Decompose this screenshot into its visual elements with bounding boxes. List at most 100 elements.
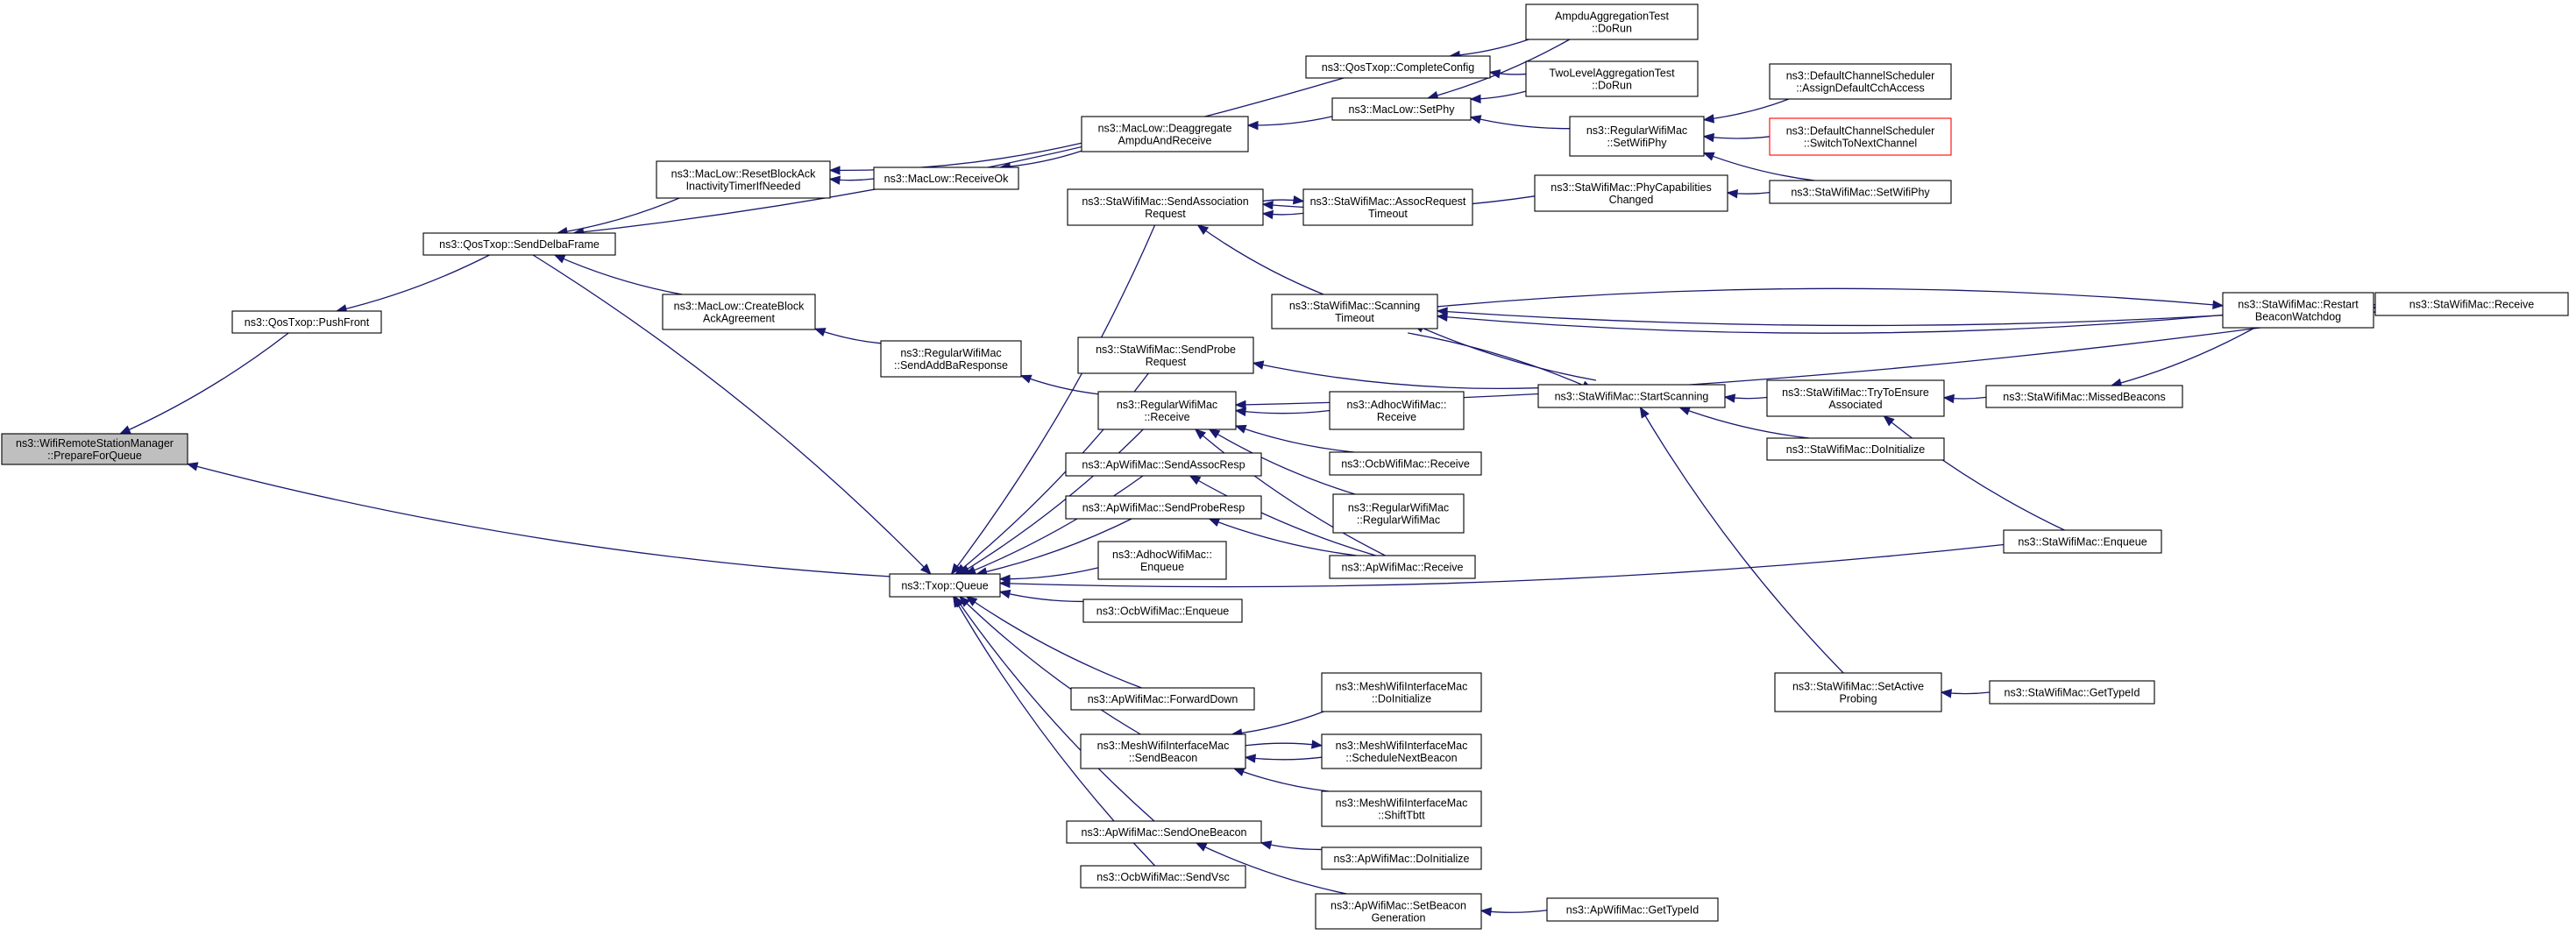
node-sendproberesp[interactable]: ns3::ApWifiMac::SendProbeResp — [1065, 495, 1262, 520]
node-apreceive[interactable]: ns3::ApWifiMac::Receive — [1329, 555, 1476, 579]
node-switchnext[interactable]: ns3::DefaultChannelScheduler::SwitchToNe… — [1769, 117, 1952, 156]
node-label: ns3::StaWifiMac::MissedBeacons — [2003, 391, 2166, 403]
node-box — [1271, 294, 1438, 329]
node-box — [1066, 820, 1262, 844]
node-apdoinit[interactable]: ns3::ApWifiMac::DoInitialize — [1321, 846, 1482, 870]
node-adhocenqueue[interactable]: ns3::AdhocWifiMac::Enqueue — [1097, 541, 1227, 580]
arrowhead — [1261, 209, 1274, 220]
edge-setphy-to-deaggregate — [1247, 116, 1333, 126]
node-startscan[interactable]: ns3::StaWifiMac::StartScanning — [1537, 384, 1726, 408]
node-label: ns3::MacLow::SetPhy — [1349, 103, 1456, 116]
node-ampdutest[interactable]: AmpduAggregationTest::DoRun — [1525, 4, 1699, 40]
arrowhead — [998, 589, 1011, 599]
node-label: ns3::QosTxop::PushFront — [245, 316, 370, 329]
arrowhead — [1234, 424, 1247, 434]
node-box — [1321, 790, 1482, 827]
node-staenqueue[interactable]: ns3::StaWifiMac::Enqueue — [2003, 529, 2162, 554]
node-stareceive[interactable]: ns3::StaWifiMac::Receive — [2374, 292, 2569, 316]
node-receiveok[interactable]: ns3::MacLow::ReceiveOk — [873, 166, 1019, 190]
edge-meshshift-to-meshsendbeacon — [1233, 768, 1330, 792]
node-label: ns3::MacLow::Deaggregate — [1098, 123, 1232, 135]
arrowhead — [1019, 374, 1033, 384]
node-meshdoinit[interactable]: ns3::MeshWifiInterfaceMac::DoInitialize — [1321, 672, 1482, 712]
node-regctor[interactable]: ns3::RegularWifiMac::RegularWifiMac — [1332, 493, 1465, 534]
node-assigndefault[interactable]: ns3::DefaultChannelScheduler::AssignDefa… — [1769, 63, 1952, 100]
node-label: ::DoInitialize — [1372, 693, 1431, 705]
arrowhead — [998, 578, 1011, 589]
node-twoleveltest[interactable]: TwoLevelAggregationTest::DoRun — [1525, 60, 1699, 97]
node-box — [1537, 384, 1726, 408]
node-box — [1, 433, 188, 465]
edge-apreceive-to-regreceive — [1195, 429, 1386, 556]
node-label: ns3::ApWifiMac::Receive — [1342, 562, 1464, 574]
edge-adhocenqueue-to-txopqueue — [999, 567, 1099, 580]
node-label: ns3::AdhocWifiMac:: — [1112, 549, 1212, 561]
node-meshsendbeacon[interactable]: ns3::MeshWifiInterfaceMac::SendBeacon — [1080, 733, 1246, 769]
edge-startscan-to-sendprobereq — [1253, 362, 1539, 390]
node-sendassocresp[interactable]: ns3::ApWifiMac::SendAssocResp — [1065, 452, 1262, 477]
edge-scantimeout-to-sendassocreq — [1197, 224, 1324, 295]
node-label: Request — [1146, 356, 1187, 368]
node-box — [1070, 687, 1255, 711]
node-label: InactivityTimerIfNeeded — [686, 181, 801, 193]
node-adhocreceive[interactable]: ns3::AdhocWifiMac::Receive — [1329, 391, 1465, 430]
node-sendaddba[interactable]: ns3::RegularWifiMac::SendAddBaResponse — [880, 340, 1022, 378]
node-label: ::SwitchToNextChannel — [1804, 138, 1917, 150]
node-label: Request — [1145, 208, 1186, 220]
arrowhead — [1261, 200, 1274, 210]
node-missedbeacons[interactable]: ns3::StaWifiMac::MissedBeacons — [1985, 385, 2183, 408]
node-label: Enqueue — [1140, 561, 1184, 573]
node-meshschedule[interactable]: ns3::MeshWifiInterfaceMac::ScheduleNextB… — [1321, 733, 1482, 769]
arrowhead — [1702, 152, 1715, 161]
arrowhead — [1942, 393, 1955, 404]
node-root[interactable]: ns3::WifiRemoteStationManager::PrepareFo… — [1, 433, 188, 465]
node-ocbenqueue[interactable]: ns3::OcbWifiMac::Enqueue — [1082, 599, 1243, 623]
node-label: Probing — [1839, 693, 1877, 705]
node-occbsendvsc[interactable]: ns3::OcbWifiMac::SendVsc — [1080, 865, 1246, 889]
node-box — [1525, 60, 1699, 97]
edge-apreceive-to-sendassocresp — [1189, 475, 1376, 556]
edge-stadoinit-to-startscan — [1679, 407, 1810, 439]
node-sendonebeacon[interactable]: ns3::ApWifiMac::SendOneBeacon — [1066, 820, 1262, 844]
node-txopqueue[interactable]: ns3::Txop::Queue — [889, 573, 1001, 598]
node-stadoinit[interactable]: ns3::StaWifiMac::DoInitialize — [1766, 437, 1945, 461]
arrowhead — [1678, 407, 1692, 415]
node-stagettypeid[interactable]: ns3::StaWifiMac::GetTypeId — [1989, 680, 2155, 705]
node-label: ns3::OcbWifiMac::Receive — [1341, 458, 1470, 471]
node-resetba[interactable]: ns3::MacLow::ResetBlockAckInactivityTime… — [656, 160, 831, 199]
node-box — [1321, 846, 1482, 870]
edge-sendproberesp-to-txopqueue — [976, 518, 1132, 575]
node-label: ns3::StaWifiMac::PhyCapabilities — [1551, 181, 1711, 194]
arrowhead — [1292, 195, 1305, 205]
node-label: ns3::RegularWifiMac — [1586, 124, 1687, 137]
arrowhead — [1234, 407, 1247, 417]
edge-sendassocresp-to-txopqueue — [965, 475, 1144, 575]
node-label: ns3::ApWifiMac::SendProbeResp — [1082, 502, 1245, 514]
node-label: ns3::MacLow::CreateBlock — [674, 301, 805, 313]
node-meshshift[interactable]: ns3::MeshWifiInterfaceMac::ShiftTbtt — [1321, 790, 1482, 827]
arrowhead — [950, 563, 962, 576]
node-completecfg[interactable]: ns3::QosTxop::CompleteConfig — [1305, 55, 1491, 79]
node-ocbreceive[interactable]: ns3::OcbWifiMac::Receive — [1329, 451, 1482, 476]
node-stasetwifiphy[interactable]: ns3::StaWifiMac::SetWifiPhy — [1769, 180, 1952, 204]
node-box — [889, 573, 1001, 598]
node-setphy[interactable]: ns3::MacLow::SetPhy — [1331, 97, 1472, 121]
node-box — [1081, 116, 1249, 152]
node-forwarddown[interactable]: ns3::ApWifiMac::ForwardDown — [1070, 687, 1255, 711]
node-regreceive[interactable]: ns3::RegularWifiMac::Receive — [1097, 391, 1237, 430]
node-regsetwifiphy[interactable]: ns3::RegularWifiMac::SetWifiPhy — [1569, 116, 1705, 157]
node-senddelba[interactable]: ns3::QosTxop::SendDelbaFrame — [422, 232, 616, 256]
node-apgettypeid[interactable]: ns3::ApWifiMac::GetTypeId — [1546, 897, 1719, 922]
node-pushfront[interactable]: ns3::QosTxop::PushFront — [231, 310, 382, 334]
